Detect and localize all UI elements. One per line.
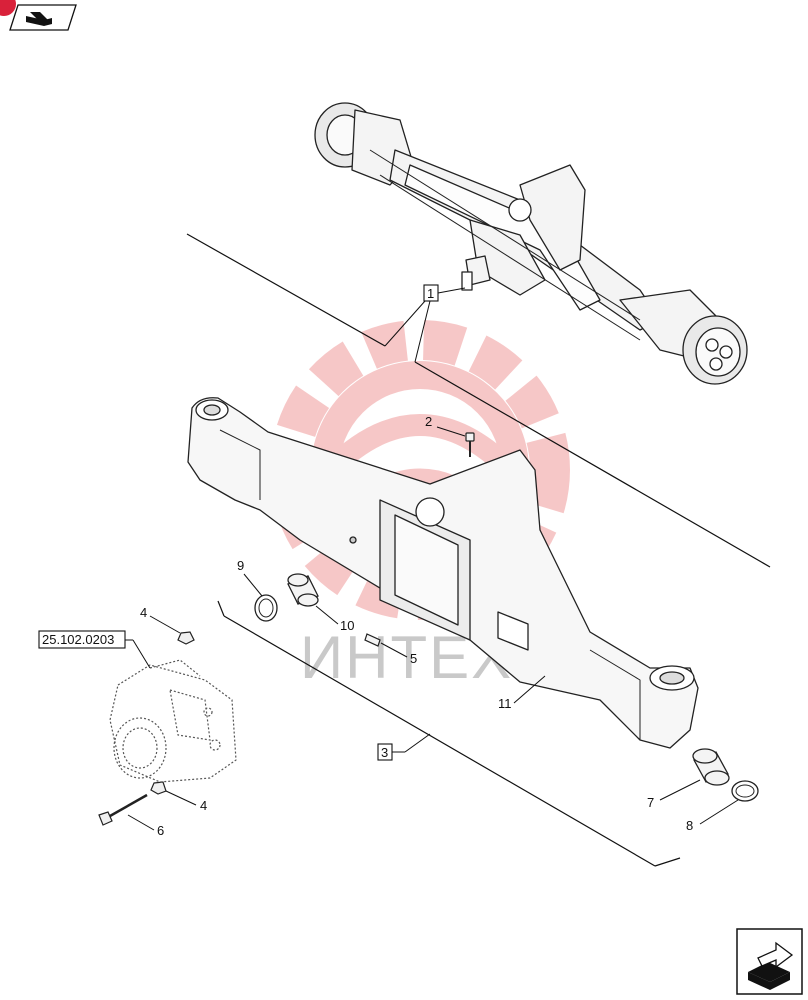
svg-text:8: 8 (686, 818, 693, 833)
separator-line-upper-b (414, 361, 771, 568)
callout-10[interactable]: 10 (315, 605, 354, 633)
next-page-arrow-icon (748, 941, 794, 990)
part-10-bushing (287, 573, 319, 607)
separator-line-upper-a (186, 233, 386, 347)
part-4-nut-upper (177, 631, 195, 645)
separator-line-lower (223, 615, 656, 867)
svg-text:4: 4 (140, 605, 147, 620)
bracket-end-right (654, 857, 681, 867)
callout-6[interactable]: 6 (127, 814, 164, 838)
axle-assembly (314, 102, 748, 385)
callout-4-lower[interactable]: 4 (165, 790, 207, 813)
bracket-end-left (217, 600, 225, 617)
svg-text:1: 1 (427, 286, 434, 301)
next-page-button[interactable] (736, 928, 803, 995)
svg-text:5: 5 (410, 651, 417, 666)
callout-2[interactable]: 2 (425, 414, 466, 437)
svg-text:2: 2 (425, 414, 432, 429)
svg-text:7: 7 (647, 795, 654, 810)
book-icon (26, 12, 52, 26)
svg-text:25.102.0203: 25.102.0203 (42, 632, 114, 647)
svg-text:6: 6 (157, 823, 164, 838)
part-7-bushing (692, 748, 730, 786)
svg-text:3: 3 (381, 745, 388, 760)
svg-text:10: 10 (340, 618, 354, 633)
part-5-pin (364, 633, 381, 647)
part-8-ring (731, 780, 759, 802)
callout-9[interactable]: 9 (237, 558, 263, 597)
svg-text:9: 9 (237, 558, 244, 573)
callout-8[interactable]: 8 (686, 799, 739, 833)
callout-reference[interactable]: 25.102.0203 (38, 630, 151, 669)
header-nav-badge[interactable] (0, 0, 77, 31)
svg-text:11: 11 (498, 696, 512, 711)
part-9-ring (254, 594, 278, 622)
callout-1[interactable]: 1 (384, 284, 466, 363)
callout-7[interactable]: 7 (647, 779, 701, 810)
callout-4-upper[interactable]: 4 (140, 605, 181, 634)
svg-text:4: 4 (200, 798, 207, 813)
part-2-bolt (465, 432, 475, 457)
callout-3[interactable]: 3 (377, 733, 431, 761)
part-6-bolt (98, 793, 148, 826)
axle-beam (187, 397, 699, 749)
part-4-nut-lower (150, 781, 167, 795)
callout-5[interactable]: 5 (380, 642, 417, 666)
reference-housing-dotted (109, 659, 237, 783)
callout-11[interactable]: 11 (498, 675, 546, 711)
